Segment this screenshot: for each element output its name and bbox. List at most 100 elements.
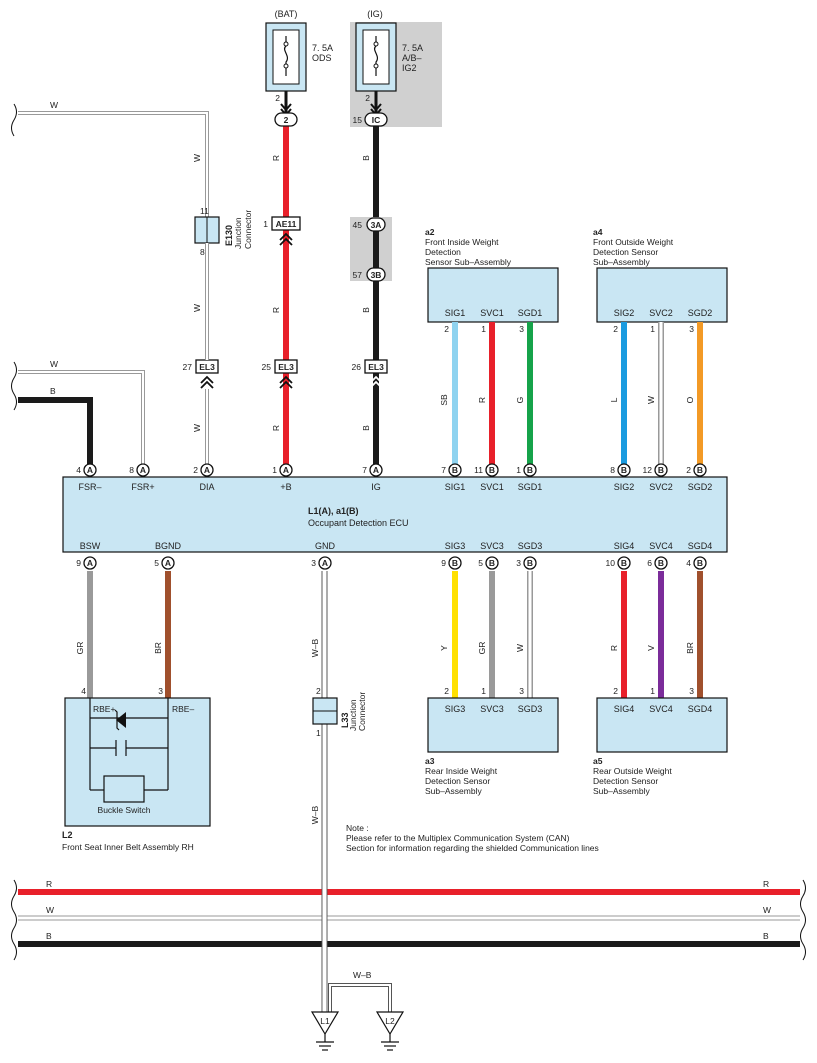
sensor-a5-svc4: SVC4 bbox=[649, 704, 673, 714]
ecu-top-pin-label: SVC2 bbox=[649, 482, 673, 492]
ecu-top-conn-letter: B bbox=[452, 465, 458, 475]
ecu-bottom-pins: A9BSWA5BGNDA3GNDB9SIG3B5SVC3B3SGD3B10SIG… bbox=[76, 541, 712, 570]
connector-3a-pin: 45 bbox=[353, 220, 363, 230]
ecu-top-conn-letter: B bbox=[697, 465, 703, 475]
wire-label-r-3: R bbox=[271, 425, 281, 431]
ecu-top-conn-letter: B bbox=[489, 465, 495, 475]
ecu-top-pin-number: 8 bbox=[129, 465, 134, 475]
junction-e130-id: E130 bbox=[224, 225, 234, 246]
fuse-ods-rating: 7. 5A bbox=[312, 43, 333, 53]
ecu-bottom-conn-letter: A bbox=[87, 558, 93, 568]
connector-el3-b-label: EL3 bbox=[278, 362, 294, 372]
ecu-bottom-pin-label: SIG4 bbox=[614, 541, 635, 551]
ecu-bottom-pin-number: 3 bbox=[311, 558, 316, 568]
ecu-bottom-conn-letter: B bbox=[658, 558, 664, 568]
bus-label-b-right: B bbox=[763, 931, 769, 941]
ecu-bottom-conn-letter: B bbox=[452, 558, 458, 568]
ecu-top-conn-letter: B bbox=[527, 465, 533, 475]
wire-label-l: L bbox=[609, 397, 619, 402]
ecu-top-b: A1+B bbox=[272, 463, 293, 492]
ecu-bottom-pin-number: 9 bbox=[441, 558, 446, 568]
fuse-ig2-name-2: IG2 bbox=[402, 63, 417, 73]
ground-l1-icon bbox=[310, 1011, 340, 1051]
ecu-top-pin-circle bbox=[200, 463, 214, 477]
ecu-top-pin-circle bbox=[136, 463, 150, 477]
sensor-a3-name-1: Rear Inside Weight bbox=[425, 766, 498, 776]
ecu-top-conn-letter: A bbox=[204, 465, 210, 475]
connector-ic-pin: 15 bbox=[353, 115, 363, 125]
ecu-top-pin-number: 7 bbox=[441, 465, 446, 475]
connector-ic bbox=[364, 112, 388, 127]
junction-e130-name-2: Connector bbox=[243, 210, 253, 249]
ecu-bottom-pin-circle bbox=[485, 556, 499, 570]
ecu-bottom-pin-label: SGD3 bbox=[518, 541, 543, 551]
ecu-top-pin-number: 1 bbox=[272, 465, 277, 475]
sensor-a4-pin-sgd2: 3 bbox=[689, 324, 694, 334]
junction-l33-id: L33 bbox=[340, 712, 350, 728]
ecu-top-pin-number: 12 bbox=[643, 465, 653, 475]
sensor-a5-name-2: Detection Sensor bbox=[593, 776, 658, 786]
connector-ae11 bbox=[271, 216, 301, 231]
ecu-bottom-pin-circle bbox=[161, 556, 175, 570]
ecu-top-conn-letter: A bbox=[87, 465, 93, 475]
sensor-a5-name-1: Rear Outside Weight bbox=[593, 766, 672, 776]
zener-diode-icon bbox=[116, 712, 126, 728]
sensor-a4-sgd2: SGD2 bbox=[688, 308, 713, 318]
note-title: Note : bbox=[346, 823, 369, 833]
note-line-2: Section for information regarding the sh… bbox=[346, 843, 599, 853]
buckle-circuit bbox=[89, 698, 169, 791]
sensor-a4-name-1: Front Outside Weight bbox=[593, 237, 674, 247]
ecu-bottom-conn-letter: A bbox=[165, 558, 171, 568]
note-line-1: Please refer to the Multiplex Communicat… bbox=[346, 833, 570, 843]
sensor-a5-pin-sig4: 2 bbox=[613, 686, 618, 696]
ecu-top-pin-circle bbox=[83, 463, 97, 477]
ecu-bottom-pin-circle bbox=[318, 556, 332, 570]
connector-3b bbox=[366, 267, 386, 282]
fuse-ig2-name-1: A/B– bbox=[402, 53, 422, 63]
sensor-a3-svc3: SVC3 bbox=[480, 704, 504, 714]
ecu-top-pin-number: 4 bbox=[76, 465, 81, 475]
wire-label-w-dia: W bbox=[192, 424, 202, 432]
wire-label-b-2: B bbox=[361, 307, 371, 313]
bus-label-r-right: R bbox=[763, 879, 769, 889]
sensor-a2-box bbox=[427, 267, 559, 323]
fuse-ig2-pin: 2 bbox=[365, 93, 370, 103]
ecu-bottom-pin-label: BSW bbox=[80, 541, 101, 551]
sensor-a3-name-2: Detection Sensor bbox=[425, 776, 490, 786]
sensor-a4-pin-svc2: 1 bbox=[650, 324, 655, 334]
sensor-a3-name-3: Sub–Assembly bbox=[425, 786, 482, 796]
wire-label-br-sgd4: BR bbox=[685, 642, 695, 654]
ecu-bottom-pin-label: SVC3 bbox=[480, 541, 504, 551]
ecu-bottom-conn-letter: B bbox=[527, 558, 533, 568]
sensor-a5-id: a5 bbox=[593, 756, 603, 766]
connector-el3-ig-pin: 26 bbox=[352, 362, 362, 372]
ecu-top-pin-number: 8 bbox=[610, 465, 615, 475]
wire-label-w-svc2: W bbox=[646, 396, 656, 404]
bus-label-r-left: R bbox=[46, 879, 52, 889]
wire-label-w-fsr: W bbox=[50, 359, 58, 369]
connector-el3-ig bbox=[364, 359, 388, 374]
ecu-box bbox=[62, 476, 728, 553]
bus-label-w-left: W bbox=[46, 905, 54, 915]
wire-label-wb-2: W–B bbox=[310, 805, 320, 824]
sensor-a5-pin-svc4: 1 bbox=[650, 686, 655, 696]
wire-label-r-svc1: R bbox=[477, 397, 487, 403]
buckle-switch-label: Buckle Switch bbox=[98, 805, 151, 815]
wire-label-br-bgnd: BR bbox=[153, 642, 163, 654]
junction-l33-pin-bottom: 1 bbox=[316, 728, 321, 738]
ecu-bottom-pin-label: GND bbox=[315, 541, 336, 551]
ecu-bottom-conn-letter: B bbox=[489, 558, 495, 568]
ecu-id: L1(A), a1(B) bbox=[308, 506, 359, 516]
wire-label-sb: SB bbox=[439, 394, 449, 406]
ecu-bottom-conn-letter: B bbox=[621, 558, 627, 568]
ecu-bottom-pin-number: 3 bbox=[516, 558, 521, 568]
